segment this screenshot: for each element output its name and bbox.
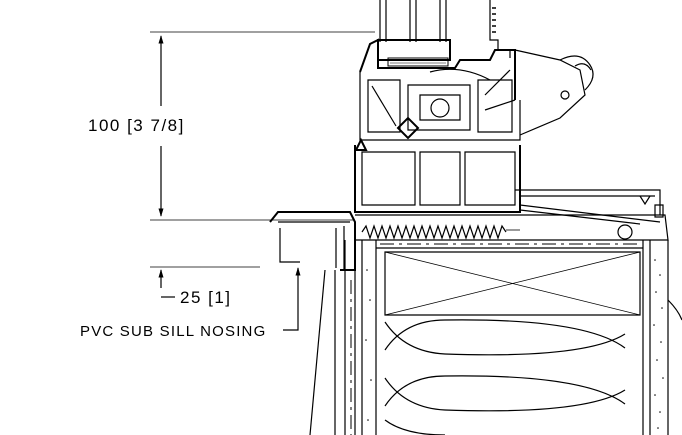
backer-rod [617,224,633,240]
setting-block [387,57,449,67]
dim-label-100: 100 [3 7/8] [88,116,185,135]
nosing-dimension: 25 [1] [150,266,260,307]
glazing-bead [489,0,511,58]
pvc-sub-sill-nosing [269,211,356,271]
operator-handle [514,49,594,136]
glazing-unit [377,0,511,67]
frame-profile [354,137,664,218]
hardware-cam [396,116,420,140]
zigzag-seal [361,224,507,240]
dim-label-25: 25 [1] [180,288,232,307]
nosing-leader-note: PVC SUB SILL NOSING [80,267,301,340]
leader-line [283,267,301,331]
weather-seal [354,137,368,151]
sash-profile [359,38,521,141]
spacer-block [377,39,451,61]
sill-pan [355,204,669,245]
exterior-cladding [309,269,336,435]
drywall-texture [365,259,664,429]
insulation-batt [384,251,641,435]
vertical-dimension: 100 [3 7/8] [88,31,375,221]
wall-assembly [344,240,682,435]
label-pvc-sub-sill-nosing: PVC SUB SILL NOSING [80,323,266,340]
